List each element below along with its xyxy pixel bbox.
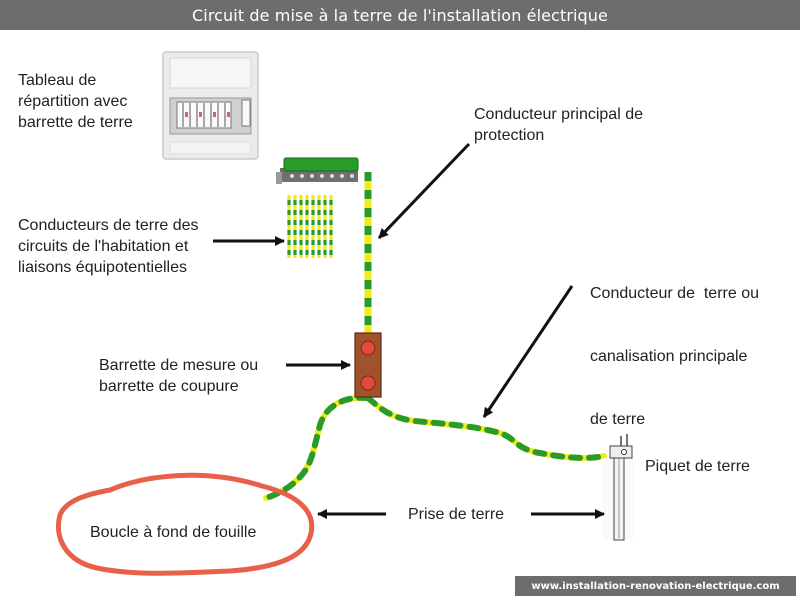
label-canalisation: Conducteur de terre ou canalisation prin… xyxy=(590,285,759,428)
earth-bar-icon xyxy=(276,157,359,184)
earthing-conductor-to-loop xyxy=(263,394,371,501)
footer-website: www.installation-renovation-electrique.c… xyxy=(515,576,796,596)
label-prise: Prise de terre xyxy=(408,506,505,523)
label-conducteurs-terre: Conducteurs de terre des circuits de l'h… xyxy=(18,217,199,276)
arrow-icon xyxy=(377,142,471,240)
label-conducteur-principal: Conducteur principal de protection xyxy=(474,106,643,144)
circuit-earth-conductors xyxy=(287,195,333,258)
diagram-title: Circuit de mise à la terre de l'installa… xyxy=(192,5,608,25)
label-piquet: Piquet de terre xyxy=(645,458,750,475)
measurement-bar-icon xyxy=(354,332,382,398)
title-bar: Circuit de mise à la terre de l'installa… xyxy=(0,0,800,30)
label-barrette-mesure: Barrette de mesure ou barrette de coupur… xyxy=(99,357,259,395)
foundation-loop xyxy=(55,472,315,576)
footer-url: www.installation-renovation-electrique.c… xyxy=(531,580,780,592)
ground-rod-icon xyxy=(603,434,633,541)
electrical-panel-icon xyxy=(162,51,259,160)
label-boucle: Boucle à fond de fouille xyxy=(90,524,257,541)
label-tableau: Tableau de répartition avec barrette de … xyxy=(18,72,133,131)
earthing-conductor-to-rod xyxy=(365,395,607,461)
arrow-icon xyxy=(482,285,574,418)
